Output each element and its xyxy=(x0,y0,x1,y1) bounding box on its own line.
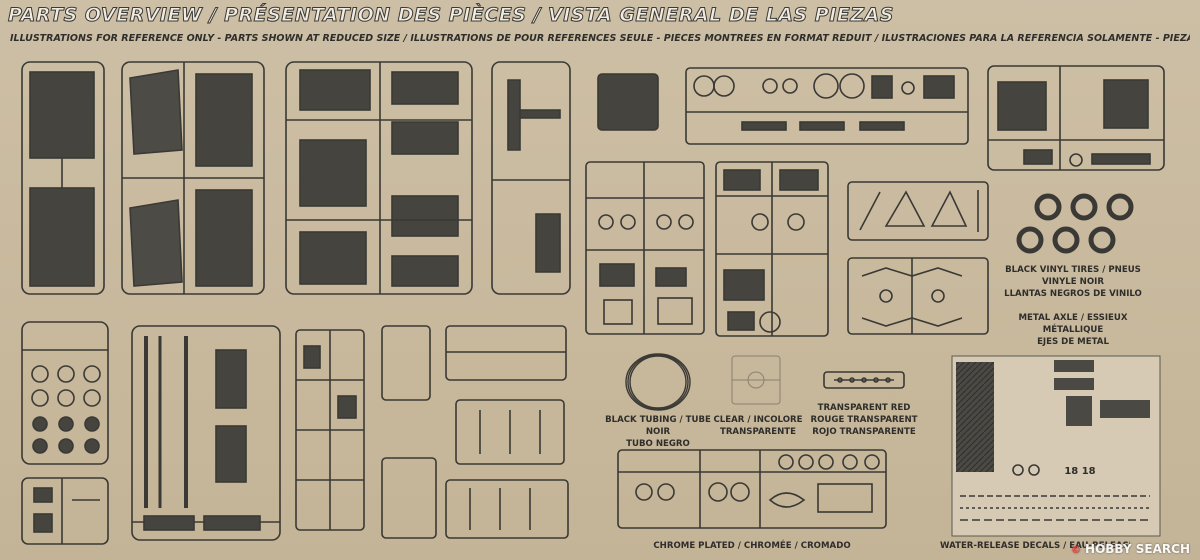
chrome-label: CHROME PLATED / CHROMÉE / CROMADO xyxy=(653,541,851,551)
sprue-linkage xyxy=(295,329,365,531)
sprue-small-b xyxy=(381,457,437,539)
decal-sheet xyxy=(951,355,1161,537)
sprue-rails xyxy=(131,325,281,541)
watermark-text: HOBBY SEARCH xyxy=(1085,542,1190,556)
sprue-engine-parts xyxy=(585,161,705,335)
sprue-small-a xyxy=(381,325,431,401)
sprue-small-e xyxy=(445,479,569,539)
sprue-chassis-parts xyxy=(715,161,829,337)
sprue-doors xyxy=(121,61,265,295)
sprue-small-c xyxy=(445,325,567,381)
sprue-small-d xyxy=(455,399,565,465)
watermark-mark: © xyxy=(1071,545,1082,556)
sprue-suspension-2 xyxy=(847,257,989,335)
sprue-frame xyxy=(491,61,571,295)
sprue-suspension-1 xyxy=(847,181,989,241)
sprue-body-panels xyxy=(21,61,105,295)
chrome-sprue xyxy=(617,449,887,529)
sprue-top-long xyxy=(685,67,969,145)
loose-panel xyxy=(597,73,659,131)
sprue-top-right xyxy=(987,65,1165,171)
page-title: PARTS OVERVIEW / PRÉSENTATION DES PIÈCES… xyxy=(8,4,894,27)
transparent-red-part xyxy=(823,371,905,389)
decals-label: WATER-RELEASE DECALS / EAU-RELEASE DÉCAL… xyxy=(940,541,1130,551)
clear-part xyxy=(731,355,781,405)
sprue-small-parts xyxy=(21,477,109,545)
watermark: ©HOBBY SEARCH xyxy=(1071,542,1190,556)
tires xyxy=(1016,193,1134,254)
sprue-interior-panels xyxy=(285,61,473,295)
sprue-wheels xyxy=(21,321,109,465)
page-subtitle: ILLUSTRATIONS FOR REFERENCE ONLY - PARTS… xyxy=(10,33,1190,44)
decal-numbers: 18 18 xyxy=(1064,466,1096,477)
black-tubing xyxy=(625,353,691,411)
